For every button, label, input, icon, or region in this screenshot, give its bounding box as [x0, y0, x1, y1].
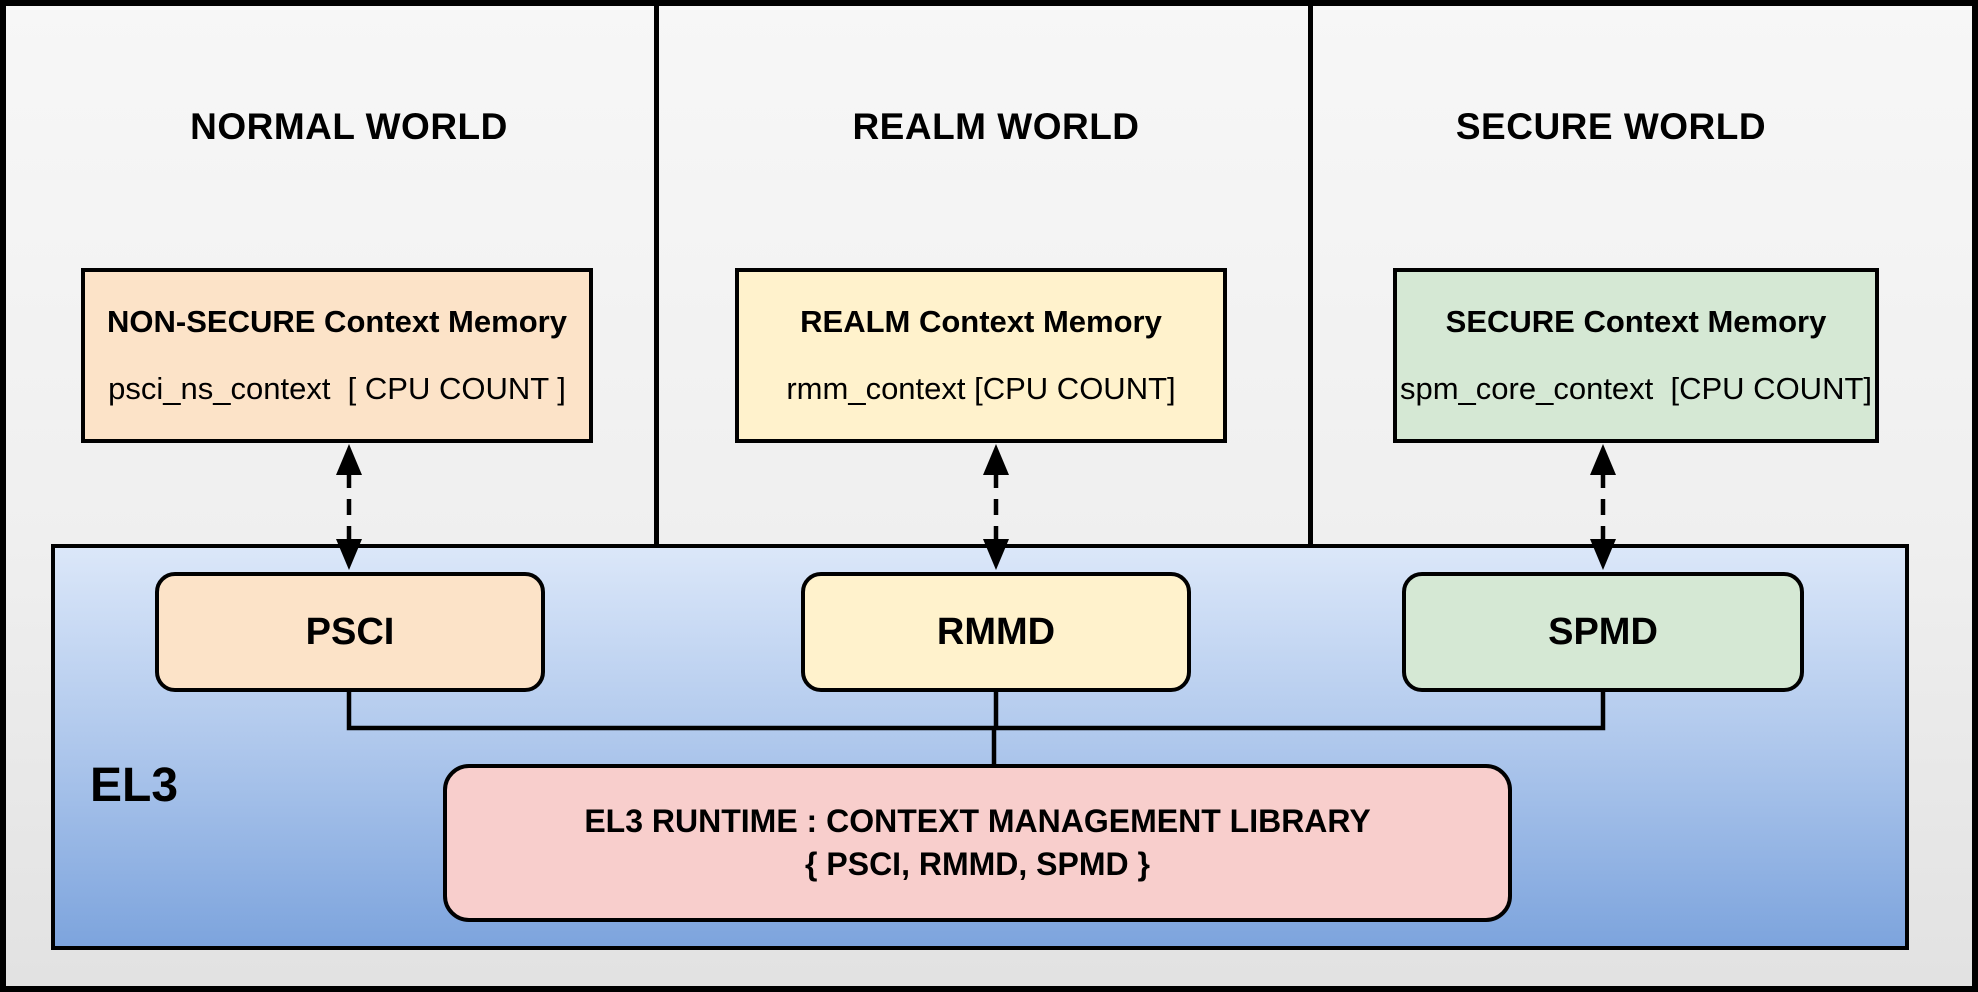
realm-context-memory-detail: rmm_context [CPU COUNT] — [786, 371, 1176, 407]
el3-label: EL3 — [90, 759, 179, 812]
non-secure-context-memory-box: NON-SECURE Context Memory psci_ns_contex… — [81, 268, 593, 443]
realm-context-memory-title: REALM Context Memory — [800, 303, 1162, 339]
secure-context-memory-box: SECURE Context Memory spm_core_context [… — [1393, 268, 1879, 443]
world-divider-realm-secure — [1308, 6, 1313, 546]
realm-world-title: REALM WORLD — [852, 106, 1140, 147]
secure-context-memory-title: SECURE Context Memory — [1445, 303, 1827, 339]
spmd-box: SPMD — [1402, 572, 1804, 692]
non-secure-context-memory-detail: psci_ns_context [ CPU COUNT ] — [108, 371, 566, 407]
el3-runtime-library-box: EL3 RUNTIME : CONTEXT MANAGEMENT LIBRARY… — [443, 764, 1512, 922]
secure-context-memory-detail: spm_core_context [CPU COUNT] — [1399, 371, 1873, 407]
el3-runtime-library-members: { PSCI, RMMD, SPMD } — [805, 846, 1150, 882]
psci-box: PSCI — [155, 572, 545, 692]
secure-world-title: SECURE WORLD — [1455, 106, 1767, 147]
non-secure-context-memory-title: NON-SECURE Context Memory — [107, 303, 567, 339]
el3-runtime-library-title: EL3 RUNTIME : CONTEXT MANAGEMENT LIBRARY — [584, 803, 1371, 839]
normal-world-title: NORMAL WORLD — [190, 106, 508, 147]
realm-context-memory-box: REALM Context Memory rmm_context [CPU CO… — [735, 268, 1227, 443]
rmmd-box: RMMD — [801, 572, 1191, 692]
world-divider-normal-realm — [654, 6, 659, 546]
